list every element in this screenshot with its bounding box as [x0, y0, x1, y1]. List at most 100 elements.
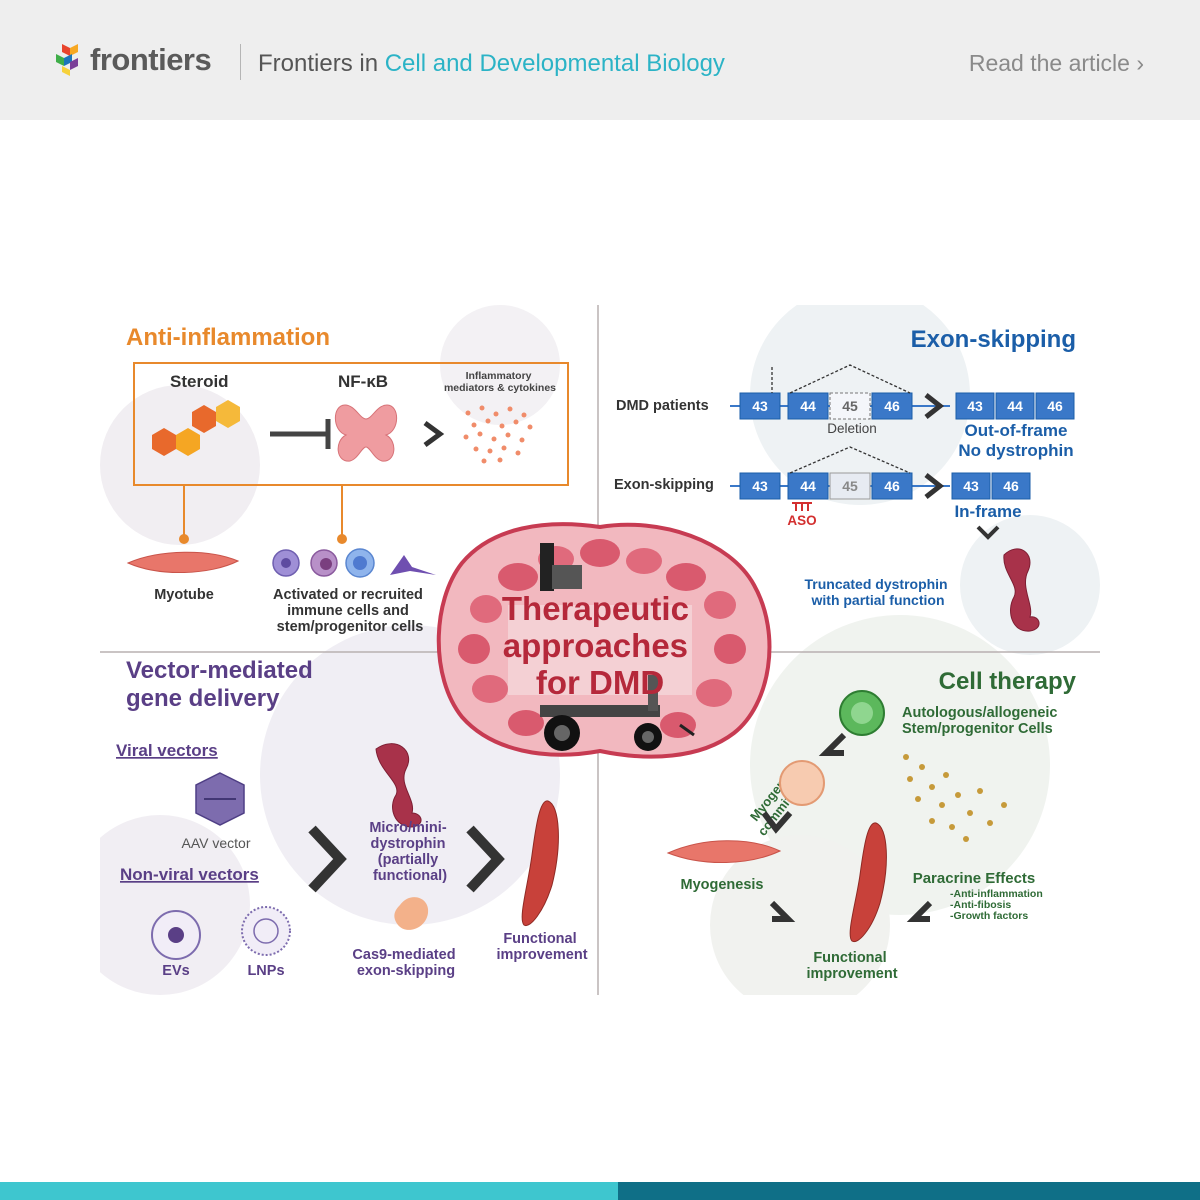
muscle-icon: [521, 800, 559, 926]
exon-43: 43: [963, 478, 979, 494]
cas9-icon: [394, 897, 429, 930]
footer-bar-dark-teal: [618, 1182, 1200, 1200]
deletion-label: Deletion: [827, 421, 877, 436]
exon-44: 44: [800, 398, 816, 414]
exon-46: 46: [884, 398, 900, 414]
myogenesis-icon: [666, 840, 782, 864]
exon-result-inframe: [951, 472, 1031, 500]
paracrine-dots-icon: [903, 754, 1007, 842]
exon-45-skipped: 45: [842, 478, 858, 494]
frontiers-logo-icon: [56, 44, 78, 76]
nfkb-protein-icon: [334, 404, 398, 462]
exon-row-skipping: [730, 446, 950, 500]
aso-label: ASO: [787, 513, 816, 528]
myogenic-cell-icon: [779, 760, 825, 806]
graphical-abstract: Anti-inflammation Steroid NF-κB Inflamma…: [100, 305, 1100, 995]
stem-cells-label: Autologous/allogeneic Stem/progenitor Ce…: [902, 705, 1062, 737]
cas9-label: Cas9-mediated exon-skipping: [352, 947, 459, 979]
exon-skipping-title: Exon-skipping: [911, 326, 1076, 353]
figure-canvas: Anti-inflammation Steroid NF-κB Inflamma…: [100, 305, 1100, 995]
cell-functional-label: Functional improvement: [806, 950, 897, 982]
journal-title: Frontiers in Cell and Developmental Biol…: [258, 50, 725, 78]
lnp-core-icon: [253, 918, 279, 944]
no-dystrophin-label: No dystrophin: [958, 441, 1073, 460]
wheelchair-icon: [540, 543, 695, 751]
arrow-icon: [761, 811, 793, 834]
exon-skipping-label: Exon-skipping: [614, 477, 714, 493]
arrow-icon: [308, 825, 347, 893]
microdystrophin-icon: [375, 743, 422, 828]
arrow-icon: [769, 900, 796, 922]
aso-icon: [792, 502, 812, 511]
read-article-link[interactable]: Read the article ›: [968, 50, 1144, 76]
frontiers-logo[interactable]: frontiers: [54, 42, 212, 78]
exon-43: 43: [752, 398, 768, 414]
immune-cells-label: Activated or recruited immune cells and …: [273, 587, 427, 635]
steroid-molecule-icon: [152, 400, 240, 456]
header-bar: frontiers Frontiers in Cell and Developm…: [0, 0, 1200, 120]
arrow-icon: [906, 900, 933, 922]
in-frame-label: In-frame: [954, 502, 1021, 521]
myotube-label: Myotube: [154, 587, 214, 603]
immune-cells-icon: [272, 548, 436, 578]
microdystrophin-label: Micro/mini- dystrophin (partially functi…: [369, 820, 450, 884]
vector-functional-label: Functional improvement: [496, 931, 587, 963]
viral-vectors-label: Viral vectors: [116, 741, 218, 760]
nonviral-vectors-label: Non-viral vectors: [120, 865, 259, 884]
steroid-pathway-box: [133, 362, 569, 486]
header-divider: [240, 44, 241, 80]
exon-43: 43: [752, 478, 768, 494]
arrow-icon: [423, 420, 445, 448]
arrow-icon: [818, 732, 847, 756]
myogenesis-label: Myogenesis: [681, 877, 764, 893]
connector-dot: [337, 534, 347, 544]
out-of-frame-label: Out-of-frame: [965, 421, 1068, 440]
journal-name[interactable]: Cell and Developmental Biology: [384, 50, 725, 77]
exon-row-dmd: [730, 364, 950, 420]
muscle-icon: [849, 822, 887, 943]
bg-cell-blob: [100, 815, 250, 995]
ev-cargo-icon: [168, 927, 184, 943]
center-title: Therapeutic approaches for DMD: [502, 590, 698, 701]
brand-name: frontiers: [90, 42, 212, 77]
exon-44: 44: [800, 478, 816, 494]
bg-cell-blob: [100, 385, 260, 545]
chevron-down-icon: [976, 525, 1000, 540]
cell-therapy-title: Cell therapy: [939, 668, 1077, 695]
inhibition-icon: [270, 419, 331, 449]
lnp-icon: [241, 906, 291, 956]
exon-result-outframe: [955, 392, 1075, 420]
exon-44: 44: [1007, 398, 1023, 414]
bg-cell-blob: [960, 515, 1100, 655]
aav-label: AAV vector: [182, 835, 251, 851]
cytokines-dots-icon: [463, 405, 533, 464]
bg-cell-blob: [440, 305, 560, 425]
evs-label: EVs: [162, 963, 189, 979]
exon-46: 46: [884, 478, 900, 494]
connector-dot: [179, 534, 189, 544]
mediators-label: Inflammatory mediators & cytokines: [444, 370, 556, 394]
steroid-label: Steroid: [170, 372, 229, 391]
center-muscle-cross-section: [436, 522, 772, 759]
anti-inflammation-title: Anti-inflammation: [126, 324, 330, 351]
paracrine-effects-label: Paracrine Effects: [913, 870, 1036, 887]
arrow-icon: [924, 393, 945, 419]
paracrine-effects-list: -Anti-inflammation -Anti-fibosis -Growth…: [950, 888, 1046, 922]
exon-43: 43: [967, 398, 983, 414]
footer-bar-teal: [0, 1182, 618, 1200]
myotube-icon: [126, 551, 240, 574]
lnps-label: LNPs: [247, 963, 284, 979]
exon-45-deleted: 45: [842, 398, 858, 414]
arrow-icon: [466, 825, 505, 893]
nfkb-label: NF-κB: [338, 372, 388, 391]
exon-46: 46: [1003, 478, 1019, 494]
bg-cell-blob: [710, 835, 890, 995]
journal-prefix: Frontiers in: [258, 50, 379, 77]
exon-46: 46: [1047, 398, 1063, 414]
stem-cell-nucleus-icon: [851, 702, 873, 724]
dmd-patients-label: DMD patients: [616, 398, 709, 414]
vector-title: Vector-mediated gene delivery: [126, 657, 319, 712]
arrow-icon: [924, 473, 945, 499]
truncated-dystrophin-icon: [1003, 548, 1040, 632]
truncated-dystrophin-label: Truncated dystrophin with partial functi…: [804, 576, 951, 608]
